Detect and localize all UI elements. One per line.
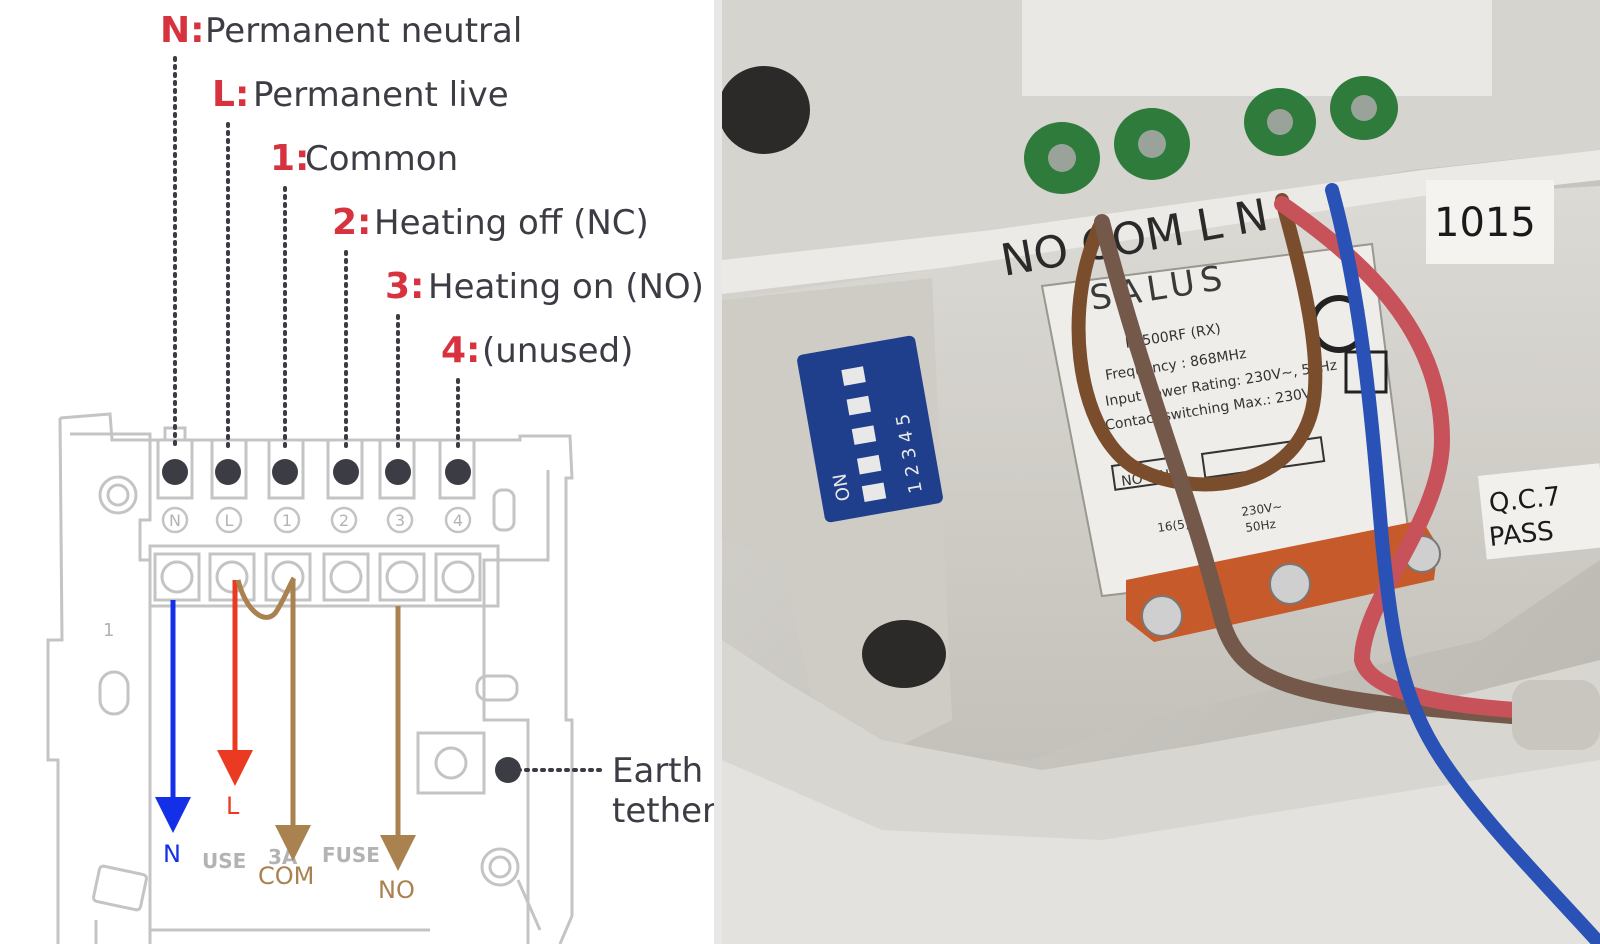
legend-desc-1: Common [305, 139, 458, 179]
live-arrowhead [217, 750, 253, 786]
earth-label-line1: Earth [612, 751, 703, 791]
label-freq-text: 50Hz [1244, 517, 1276, 535]
no-arrowhead [380, 835, 416, 871]
terminal-block-tops [156, 438, 476, 500]
legend-desc-n: Permanent neutral [205, 11, 522, 51]
qc-sticker-line2: PASS [1488, 516, 1556, 553]
earth-label-line2: tether [612, 791, 716, 831]
board-text-fuse: FUSE [322, 843, 380, 867]
leader-lines [173, 56, 606, 772]
legend-key-2: 2: [332, 202, 371, 243]
legend-desc-2: Heating off (NC) [374, 203, 649, 243]
wire-arrowheads [155, 750, 416, 871]
wiring-diagram-panel: N: Permanent neutral L: Permanent live 1… [0, 0, 722, 944]
terminal-label-1: 1 [282, 511, 292, 530]
board-text-use: USE [202, 849, 246, 873]
wire-label-no: NO [378, 876, 415, 904]
legend-desc-l: Permanent live [253, 75, 509, 115]
dip-switch [797, 335, 943, 523]
dip-on-text: ON [829, 472, 854, 503]
number-sticker [1426, 180, 1554, 264]
mounting-hole-top [722, 66, 810, 154]
terminal-label-l: L [225, 511, 234, 530]
terminal-label-n: N [169, 511, 181, 530]
wires [170, 576, 401, 838]
board-text-one: 1 [103, 620, 114, 641]
terminal-screws [153, 552, 482, 780]
green-terminal-screws [1024, 76, 1398, 194]
wire-label-n: N [163, 840, 181, 868]
photo-cable-sleeve [1512, 680, 1600, 750]
common-arrowhead [275, 825, 311, 861]
legend-key-3: 3: [385, 266, 424, 307]
housing-lip [722, 150, 1600, 294]
wire-label-l: L [226, 792, 240, 820]
panel-divider [714, 0, 722, 944]
photo-wires [1071, 183, 1600, 944]
receiver-photo: NO COM L N SALUS RT500RF (RX) Frequency … [722, 0, 1600, 944]
cable-clamp-screws [1141, 535, 1441, 637]
housing-top-block [1022, 0, 1492, 96]
receiver-backplate [46, 412, 574, 944]
terminal-dots [162, 459, 521, 783]
photo-brown-long [1094, 214, 1570, 728]
wire-label-com: COM [258, 862, 314, 890]
neutral-arrowhead [155, 797, 191, 833]
legend-key-n: N: [160, 10, 205, 51]
legend-desc-4: (unused) [482, 331, 633, 371]
mounting-hole-bottom [862, 620, 946, 688]
label-voltage-text: 230V~ [1240, 499, 1283, 519]
legend-key-1: 1: [270, 138, 309, 179]
legend-key-4: 4: [441, 330, 480, 371]
housing-bottom-front [722, 760, 1600, 944]
receiver-photo-panel: NO COM L N SALUS RT500RF (RX) Frequency … [722, 0, 1600, 944]
terminal-label-4: 4 [453, 511, 463, 530]
legend-key-l: L: [212, 74, 249, 115]
common-loop-wire [235, 576, 297, 620]
qc-sticker-line1: Q.C.7 [1488, 482, 1562, 519]
photo-brown-loop [1071, 193, 1323, 492]
legend: N: Permanent neutral L: Permanent live 1… [160, 10, 704, 371]
wiring-diagram: N: Permanent neutral L: Permanent live 1… [46, 0, 722, 944]
terminal-labels [161, 506, 472, 534]
photo-red-wire [1274, 196, 1570, 720]
terminal-label-3: 3 [395, 511, 405, 530]
number-sticker-text: 1015 [1434, 200, 1536, 246]
qc-sticker [1478, 463, 1600, 560]
photo-blue-wire [1325, 183, 1600, 944]
terminal-label-2: 2 [339, 511, 349, 530]
legend-desc-3: Heating on (NO) [428, 267, 704, 307]
